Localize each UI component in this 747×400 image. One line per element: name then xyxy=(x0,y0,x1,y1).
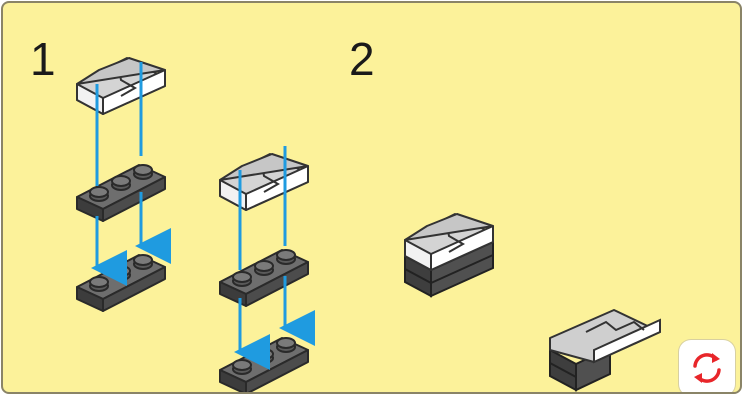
step-2-assembled-stack xyxy=(405,214,493,296)
step-1-tile xyxy=(77,58,165,114)
rotate-button[interactable] xyxy=(679,340,735,394)
build-instructions-illustration xyxy=(3,3,742,394)
rotate-icon xyxy=(689,350,725,386)
instruction-panel: 1 2 xyxy=(1,1,742,394)
step-1-plate-top xyxy=(77,165,165,221)
step-1b-plate-top xyxy=(220,250,308,306)
step-1b-plate-bottom xyxy=(220,338,308,394)
step-2-flipped-stack xyxy=(550,310,660,390)
step-1b-tile xyxy=(220,154,308,210)
step-1-plate-bottom xyxy=(77,255,165,311)
